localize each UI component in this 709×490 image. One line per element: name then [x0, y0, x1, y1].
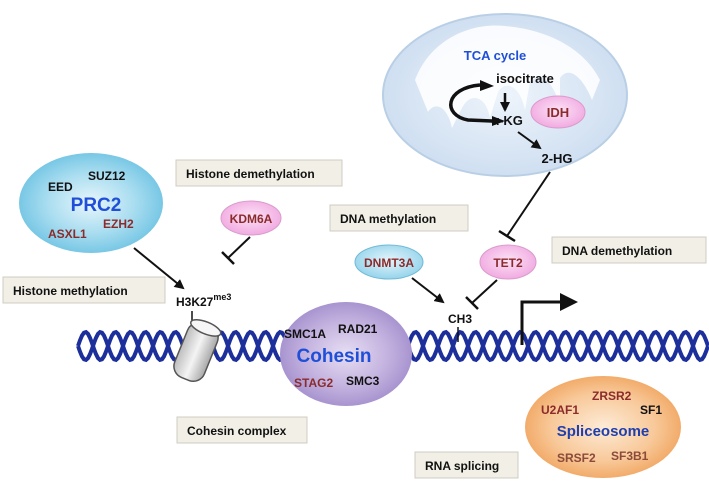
prc2-complex: EED SUZ12 PRC2 EZH2 ASXL1 — [19, 153, 163, 253]
idh-node — [530, 95, 586, 129]
kdm6a-inhibits-h3k27 — [227, 236, 251, 259]
cohesin-complex-box — [176, 416, 308, 444]
mitochondrion-cristae — [415, 25, 600, 128]
prc2-ezh2: EZH2 — [103, 217, 134, 231]
kdm6a-label: KDM6A — [230, 212, 273, 226]
ch3-label: CH3 — [448, 312, 472, 326]
tca-cycle-label: TCA cycle — [464, 48, 526, 63]
histone-demethylation-box — [175, 159, 343, 187]
2hg-inhibits-tet2 — [506, 171, 551, 237]
dnmt3a-to-ch3-arrow — [411, 277, 445, 304]
akg-to-2hg-arrow — [517, 131, 542, 150]
tet2-node — [479, 244, 537, 280]
cohesin-title: Cohesin — [297, 346, 372, 367]
spliceosome-u2af1: U2AF1 — [541, 403, 579, 417]
cohesin-complex: SMC1A RAD21 Cohesin STAG2 SMC3 — [280, 302, 412, 406]
prc2-to-h3k27-arrow — [133, 247, 185, 290]
nucleosome — [173, 318, 222, 383]
spliceosome-srsf2: SRSF2 — [557, 451, 596, 465]
spliceosome-title: Spliceosome — [557, 423, 650, 440]
cohesin-smc3: SMC3 — [346, 374, 380, 388]
isocitrate-label: isocitrate — [496, 71, 554, 86]
dna-demethylation-label: DNA demethylation — [562, 244, 672, 258]
dna-methylation-label: DNA methylation — [340, 212, 436, 226]
spliceosome-sf1: SF1 — [640, 403, 662, 417]
histone-methylation-label: Histone methylation — [13, 284, 128, 298]
cohesin-stag2: STAG2 — [294, 376, 333, 390]
prc2-title: PRC2 — [71, 195, 122, 216]
cohesin-smc1a: SMC1A — [284, 327, 326, 341]
dnmt3a-label: DNMT3A — [364, 256, 414, 270]
h3k27-label: H3K27me3 — [176, 292, 231, 309]
2hg-label: 2-HG — [541, 151, 572, 166]
prc2-suz12: SUZ12 — [88, 169, 126, 183]
cohesin-rad21: RAD21 — [338, 322, 378, 336]
alpha-kg-label: α-KG — [491, 113, 523, 128]
tet2-label: TET2 — [493, 256, 523, 270]
tca-cycle-arrow — [449, 83, 493, 123]
tet2-inhibits-ch3 — [471, 279, 498, 304]
transcription-start-arrow — [520, 300, 566, 345]
idh-label: IDH — [547, 105, 569, 120]
cohesin-complex-label: Cohesin complex — [187, 424, 287, 438]
prc2-asxl1: ASXL1 — [48, 227, 87, 241]
spliceosome-complex: U2AF1 ZRSR2 SF1 Spliceosome SRSF2 SF3B1 — [525, 376, 681, 478]
rna-splicing-box — [414, 451, 519, 479]
spliceosome-zrsr2: ZRSR2 — [592, 389, 632, 403]
kdm6a-node — [220, 200, 282, 236]
spliceosome-sf3b1: SF3B1 — [611, 449, 649, 463]
dna-demethylation-box — [551, 236, 707, 264]
dnmt3a-node — [354, 244, 424, 280]
histone-methylation-box — [2, 276, 166, 304]
rna-splicing-label: RNA splicing — [425, 459, 499, 473]
histone-demethylation-label: Histone demethylation — [186, 167, 315, 181]
dna-methylation-box — [329, 204, 469, 232]
prc2-eed: EED — [48, 180, 73, 194]
